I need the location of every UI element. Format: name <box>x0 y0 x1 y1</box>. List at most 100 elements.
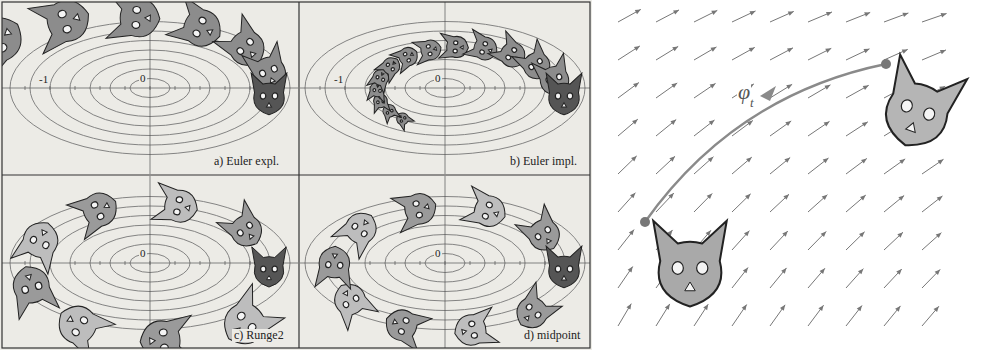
field-arrow <box>694 157 713 174</box>
cat-mouth <box>524 314 531 321</box>
cat-mouth <box>906 121 918 132</box>
cat-eye <box>386 111 389 114</box>
field-arrowhead <box>824 85 830 90</box>
field-arrow <box>922 159 943 174</box>
axis-tick <box>345 86 346 90</box>
axis-tick <box>420 86 421 90</box>
cat-eye <box>259 69 267 77</box>
field-arrow <box>732 231 749 250</box>
cat-eye <box>482 213 490 220</box>
cat-head <box>67 184 125 239</box>
cat-face <box>166 2 229 56</box>
cat-eye <box>96 212 105 220</box>
cat-eye <box>132 21 140 28</box>
cat-eye <box>373 88 376 91</box>
field-arrow <box>922 50 946 60</box>
field-arrowhead <box>707 193 713 199</box>
cat-face <box>28 2 96 54</box>
field-arrowhead <box>782 231 787 237</box>
field-arrowhead <box>668 193 673 199</box>
axis-tick <box>25 261 26 265</box>
cat-eye <box>159 329 167 336</box>
cat-eye <box>406 58 411 63</box>
field-arrow <box>656 304 670 326</box>
field-arrow <box>694 304 708 326</box>
cat-mouth <box>493 210 499 216</box>
axis-tick <box>100 86 101 90</box>
cat-eye <box>697 262 708 275</box>
field-arrowhead <box>673 10 679 15</box>
field-arrowhead <box>785 121 791 126</box>
cat-mouth <box>185 205 190 211</box>
cat-head <box>166 2 229 56</box>
field-arrow <box>656 120 676 136</box>
field-arrowhead <box>742 305 747 311</box>
field-arrowhead <box>784 158 790 163</box>
cat-eye <box>391 67 396 72</box>
cat-eye <box>403 116 406 119</box>
field-arrow <box>808 195 827 212</box>
method-panel <box>2 2 298 174</box>
cat-eye <box>198 16 207 25</box>
field-arrowhead <box>746 157 752 162</box>
field-arrowhead <box>818 305 823 311</box>
axis-tick <box>495 86 496 90</box>
field-arrow <box>846 195 866 212</box>
scan-background <box>0 0 592 350</box>
cat-eye <box>567 93 572 99</box>
axis-tick <box>150 86 151 90</box>
cat-mouth <box>685 282 696 291</box>
cat-mouth <box>488 48 492 53</box>
cat-head <box>28 2 96 54</box>
cat-eye <box>511 47 518 53</box>
cat-head <box>213 284 285 348</box>
cat-eye <box>133 6 141 13</box>
field-arrow <box>884 196 904 212</box>
cat-eye <box>544 226 552 234</box>
field-arrowhead <box>826 12 832 16</box>
field-arrow <box>846 269 863 288</box>
cat-mouth <box>267 276 272 280</box>
cat-face <box>251 73 287 115</box>
field-arrowhead <box>863 85 869 90</box>
field-arrowhead <box>703 304 708 310</box>
axis-tick <box>420 261 421 265</box>
field-arrowhead <box>710 83 716 88</box>
axis-tick <box>520 86 521 90</box>
field-arrow <box>618 267 633 288</box>
cat-mouth <box>40 230 47 237</box>
cat-mouth <box>410 53 414 57</box>
axis-tick <box>75 86 76 90</box>
field-arrow <box>770 268 786 288</box>
cat-mouth <box>25 274 32 280</box>
field-arrowhead <box>669 156 675 161</box>
field-arrow <box>884 49 908 60</box>
cat-eye <box>486 201 494 208</box>
cat-eye <box>42 241 50 250</box>
cat-face <box>391 187 441 233</box>
axis-tick <box>225 86 226 90</box>
field-arrowhead <box>936 233 942 238</box>
cat-head <box>391 187 441 233</box>
field-arrow <box>884 232 903 250</box>
cat-eye <box>192 29 201 38</box>
cat-head <box>151 183 201 228</box>
cat-mouth <box>248 50 255 57</box>
cat-head <box>326 276 378 330</box>
field-arrowhead <box>750 11 756 15</box>
cat-head <box>11 215 67 274</box>
cat-eye <box>272 266 277 272</box>
end-point <box>881 59 891 69</box>
field-arrowhead <box>898 196 904 201</box>
axis-value: 0 <box>139 72 147 84</box>
axis-value: 0 <box>434 247 442 259</box>
cat-eye <box>236 46 245 55</box>
cat-eye <box>360 230 368 238</box>
cat-head <box>463 29 502 65</box>
field-arrowhead <box>628 267 633 273</box>
field-arrow <box>884 306 900 326</box>
field-arrow <box>846 306 862 326</box>
field-arrow <box>732 194 751 212</box>
panel-caption: b) Euler impl. <box>508 155 579 168</box>
cat-head <box>216 200 270 255</box>
